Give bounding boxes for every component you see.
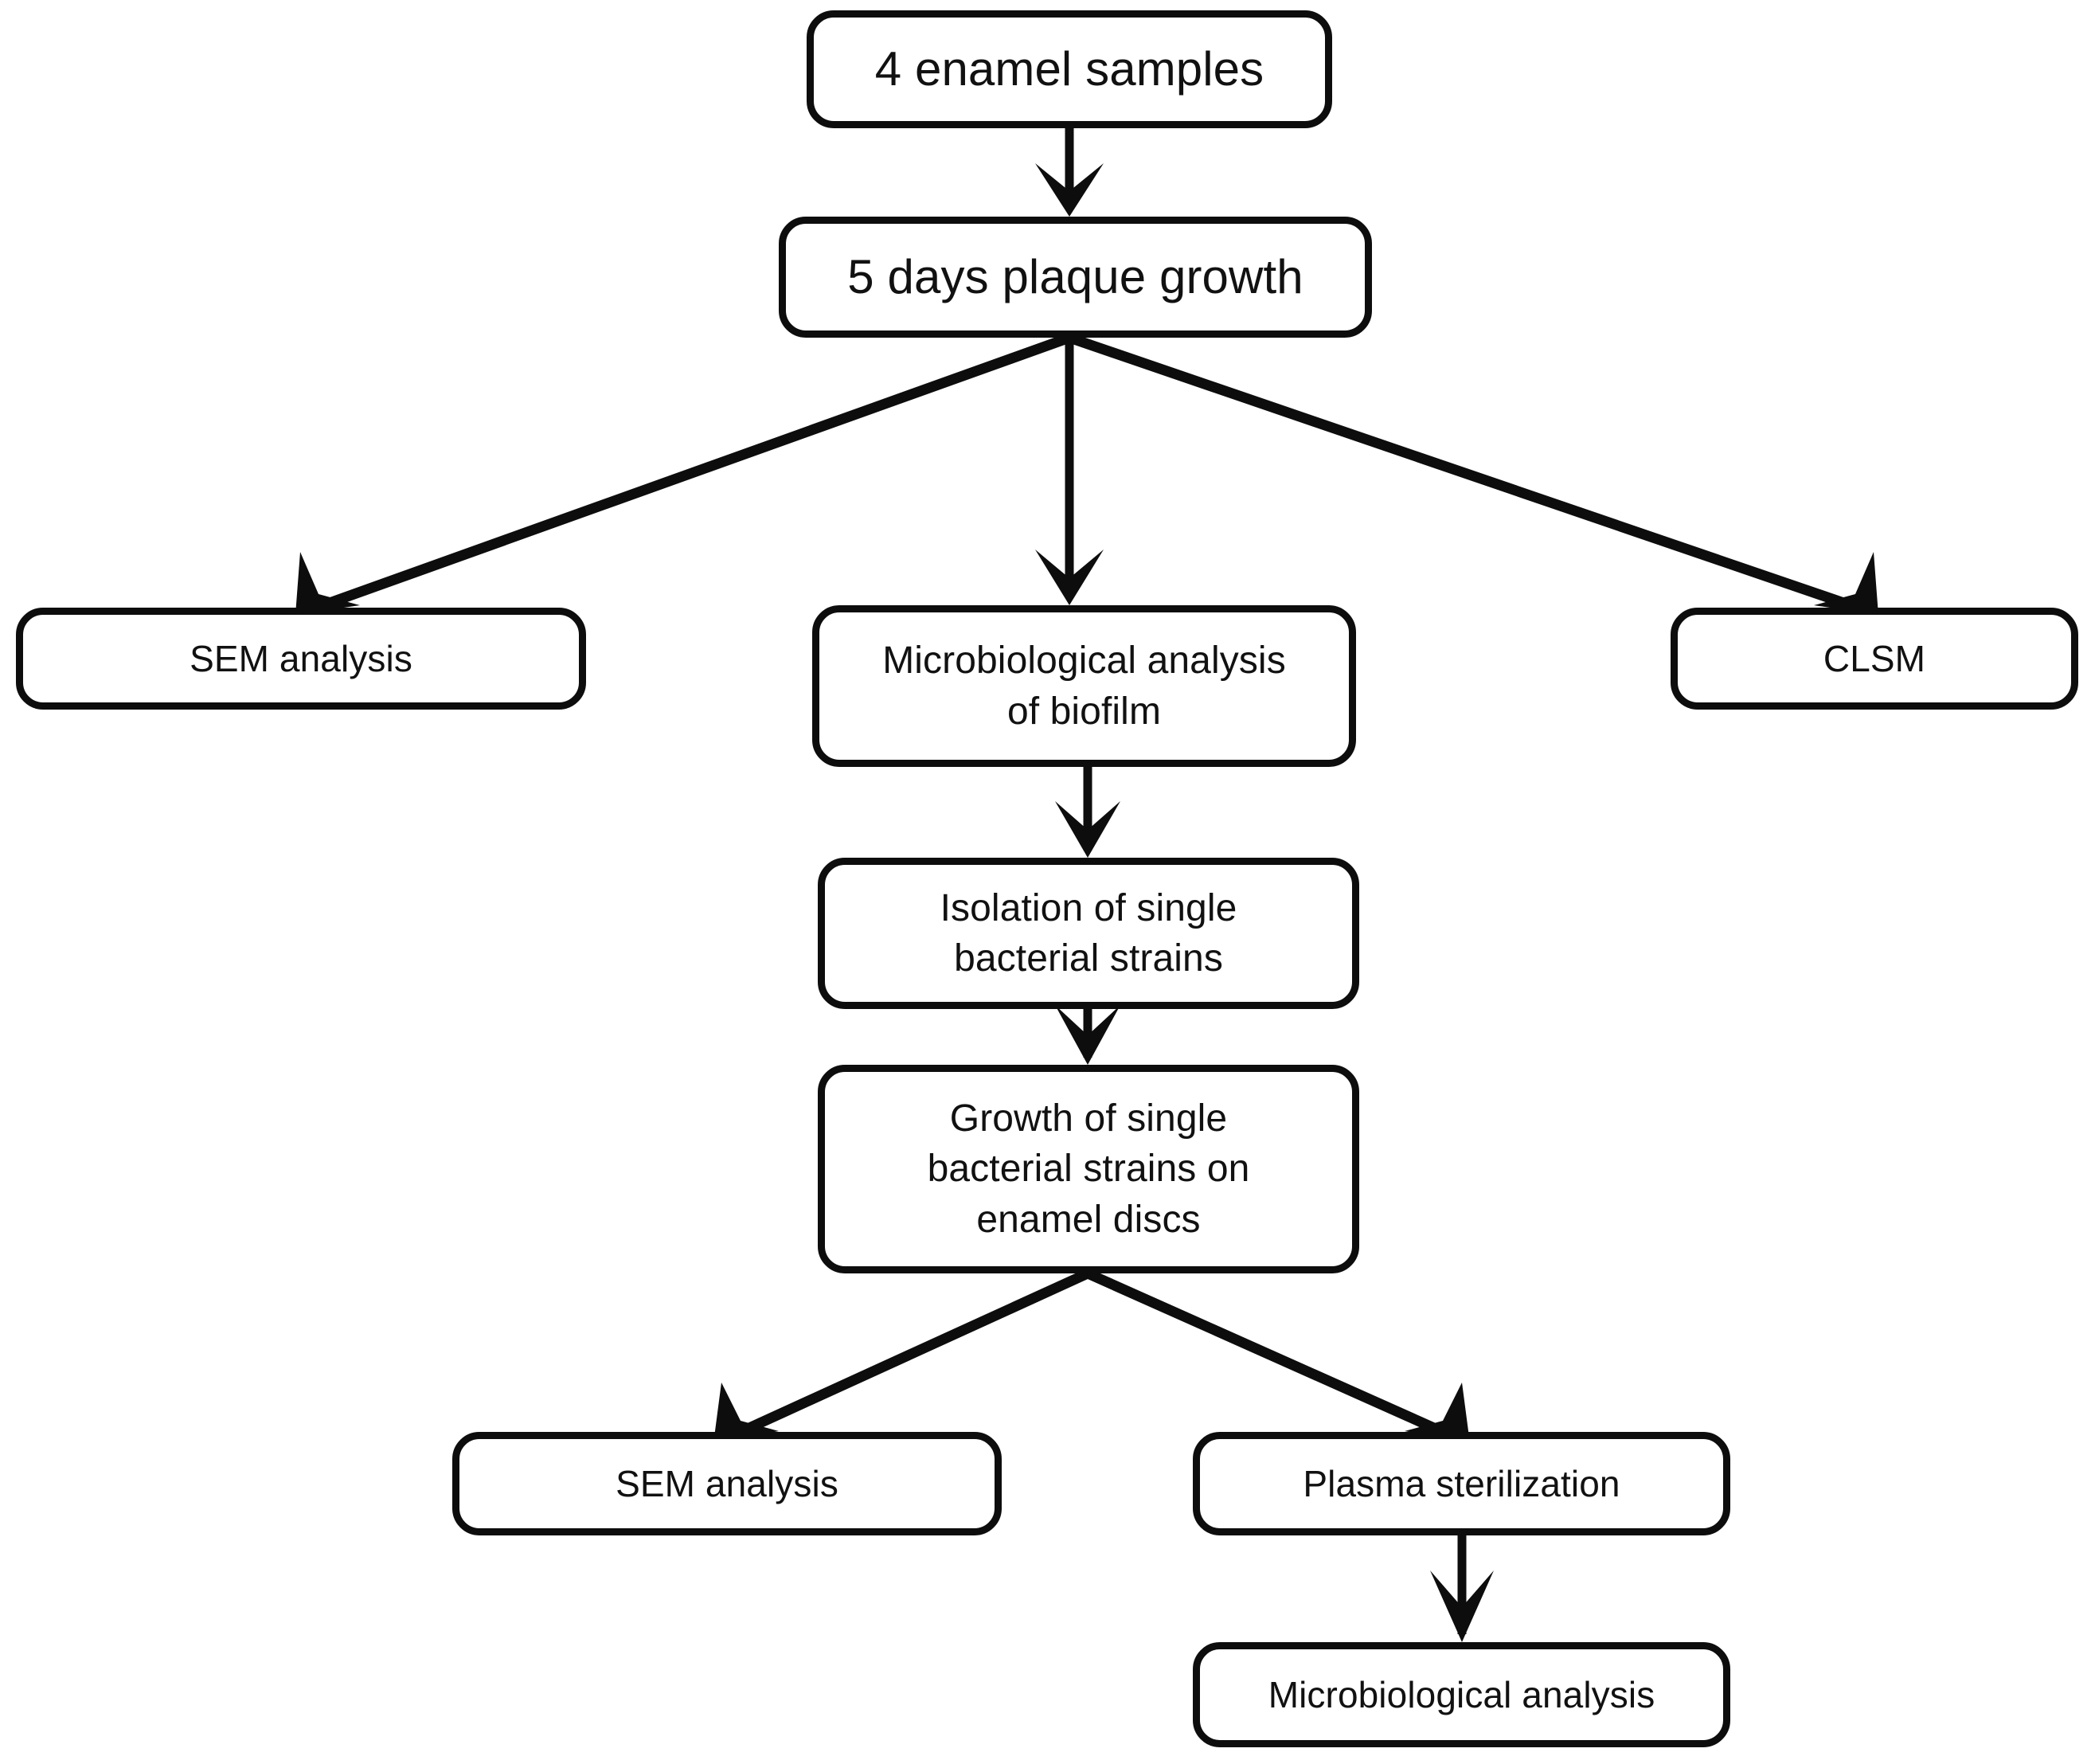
arrow-plasma-to-micro-analysis [1430,1535,1494,1642]
node-enamel-samples-label: 4 enamel samples [874,42,1264,96]
node-growth-of-single-bacterial-strains-on-enamel-discs[interactable]: Growth of single bacterial strains on en… [818,1065,1359,1273]
node-isolation-of-single-bacterial-strains[interactable]: Isolation of single bacterial strains [818,858,1359,1009]
arrow-growth-to-sem-bottom [713,1269,1090,1443]
node-plasma-sterilization-label: Plasma sterilization [1303,1462,1620,1504]
node-plaque-growth[interactable]: 5 days plaque growth [779,217,1372,338]
node-sem-analysis-top-label: SEM analysis [190,637,412,679]
arrow-plaque-to-clsm [1067,332,1878,615]
arrow-growth-to-plasma [1085,1269,1470,1443]
node-plaque-growth-label: 5 days plaque growth [847,250,1303,304]
arrow-plaque-to-sem [295,332,1072,615]
node-clsm[interactable]: CLSM [1671,608,2078,710]
node-sem-analysis-bottom-label: SEM analysis [616,1462,838,1504]
node-microbiological-analysis-biofilm-label: Microbiological analysis of biofilm [882,639,1286,733]
arrow-plaque-to-micro [1035,338,1104,605]
node-sem-analysis-top[interactable]: SEM analysis [16,608,586,710]
node-plasma-sterilization[interactable]: Plasma sterilization [1193,1432,1730,1535]
arrow-isolation-to-growth [1055,1005,1120,1065]
node-growth-of-single-bacterial-strains-on-enamel-discs-label: Growth of single bacterial strains on en… [927,1097,1250,1241]
node-microbiological-analysis[interactable]: Microbiological analysis [1193,1642,1730,1747]
arrow-micro-to-isolation [1055,767,1120,858]
node-sem-analysis-bottom[interactable]: SEM analysis [452,1432,1002,1535]
node-microbiological-analysis-biofilm[interactable]: Microbiological analysis of biofilm [812,605,1356,767]
node-enamel-samples[interactable]: 4 enamel samples [807,10,1332,128]
node-microbiological-analysis-label: Microbiological analysis [1268,1673,1655,1715]
node-clsm-label: CLSM [1823,637,1926,679]
arrow-enamel-to-plaque [1035,128,1104,217]
node-isolation-of-single-bacterial-strains-label: Isolation of single bacterial strains [940,886,1237,980]
